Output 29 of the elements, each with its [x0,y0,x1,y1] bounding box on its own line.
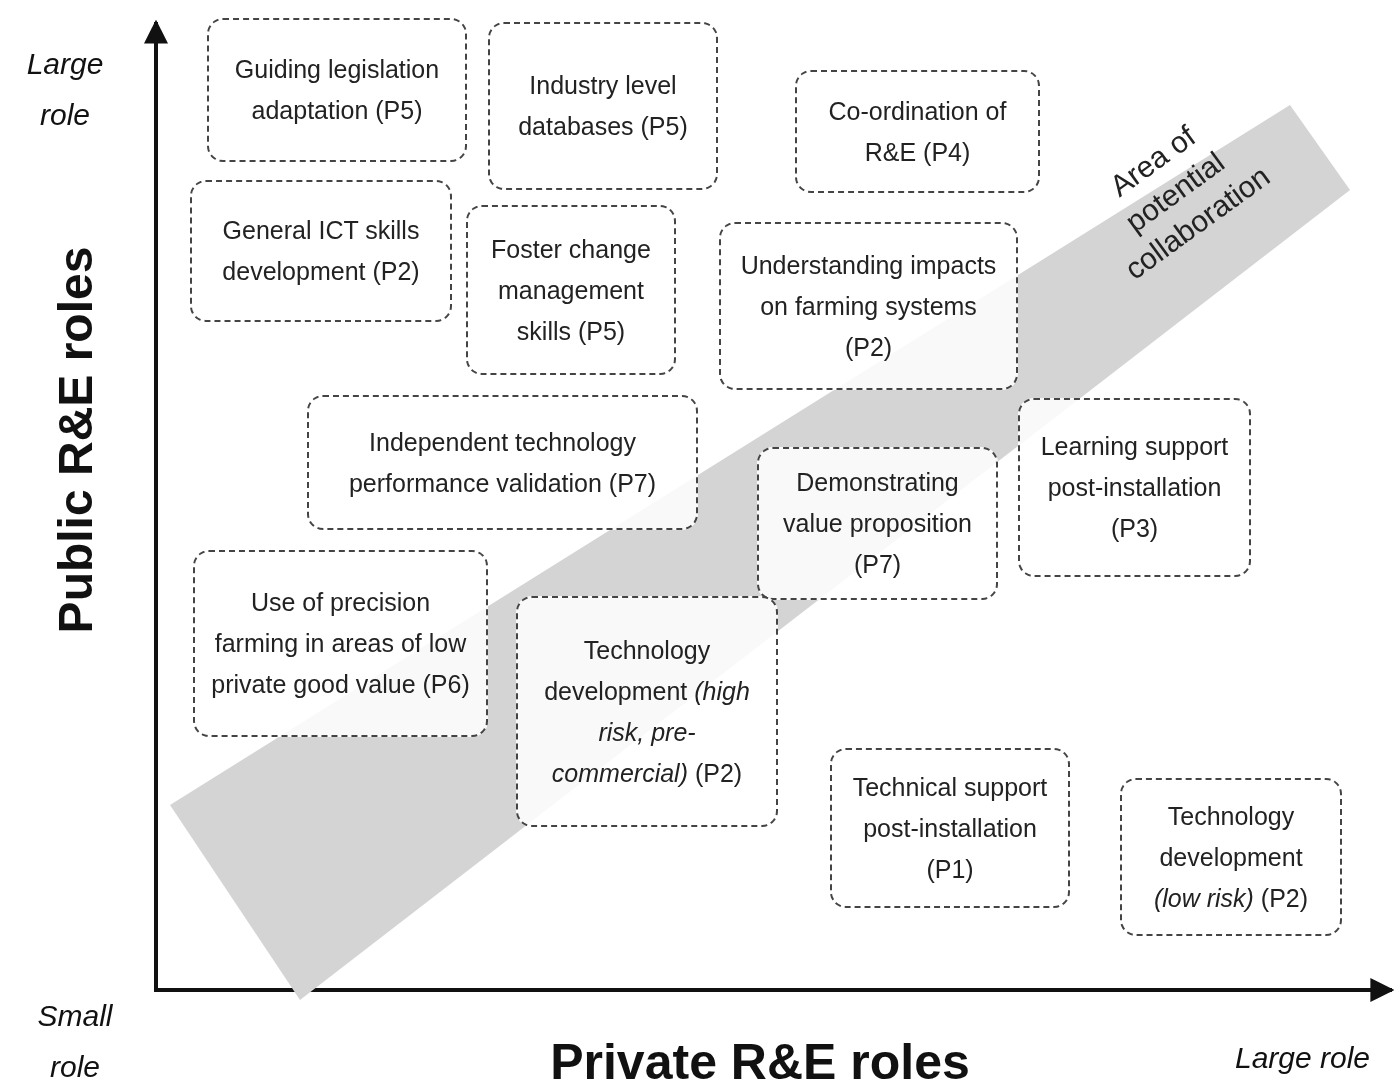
box-text: Technology development (high risk, pre-commercial) (P2) [543,634,751,789]
axis-title: Public R&E roles [47,246,103,634]
box-text: Independent technology performance validation (P7) [347,426,658,499]
axis-title: Private R&E roles [549,1033,971,1082]
dashed-box [466,205,676,375]
box-text: Technology development (low risk) (P2) [1152,800,1310,914]
dashed-box [207,18,467,162]
dashed-box [1018,398,1251,577]
dashed-box [719,222,1018,390]
dashed-box [307,395,698,530]
box-text: Learning support post-installation (P3) [1039,431,1230,544]
box-text: Use of precision farming in areas of low private good value (P6) [211,587,470,700]
axis-end-label: Large role [1233,1040,1372,1076]
box-text: Guiding legislation adaptation (P5) [233,54,441,126]
box-text: Foster change management skills (P5) [490,233,652,347]
box-text: Understanding impacts on farming systems (P2) [739,249,998,363]
dashed-box [193,550,488,737]
axis-end-label: Small role [36,998,114,1082]
dashed-box [190,180,452,322]
dashed-box [830,748,1070,908]
box-text: Demonstrating value proposition (P7) [782,467,973,580]
box-text: Technical support post-installation (P1) [851,771,1049,885]
dashed-box [1120,778,1342,936]
dashed-box [488,22,718,190]
box-text: Industry level databases (P5) [517,70,689,142]
box-text: Co-ordination of R&E (P4) [827,95,1008,168]
axis-end-label: Large role [25,46,105,133]
dashed-box [795,70,1040,193]
box-text: General ICT skills development (P2) [221,215,421,287]
